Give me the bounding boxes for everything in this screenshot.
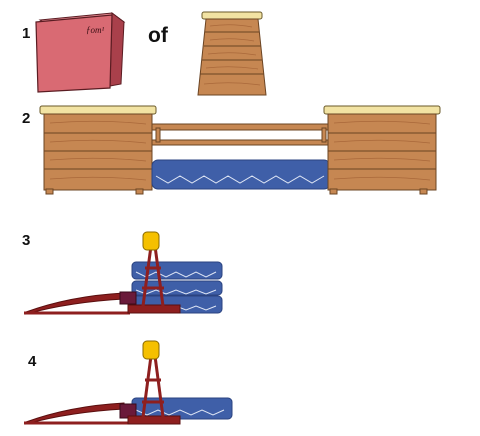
cube-writing: ƒom¹ [86,25,104,35]
light-stand-step3 [127,231,181,314]
soft-cube: ƒom¹ [35,12,126,93]
step-2-number: 2 [22,110,31,127]
vaulting-box-left [39,105,157,195]
bridge-plank [151,123,331,146]
springboard-step3 [24,291,137,315]
light-stand-step4 [127,340,181,425]
step-3-number: 3 [22,232,31,249]
vaulting-box-small [197,11,267,96]
vaulting-box-right [323,105,441,195]
step-4-number: 4 [28,353,37,370]
springboard-step4 [24,402,137,425]
or-connector: of [148,24,168,47]
step-1-number: 1 [22,25,31,42]
gym-mat-step2 [151,159,331,190]
